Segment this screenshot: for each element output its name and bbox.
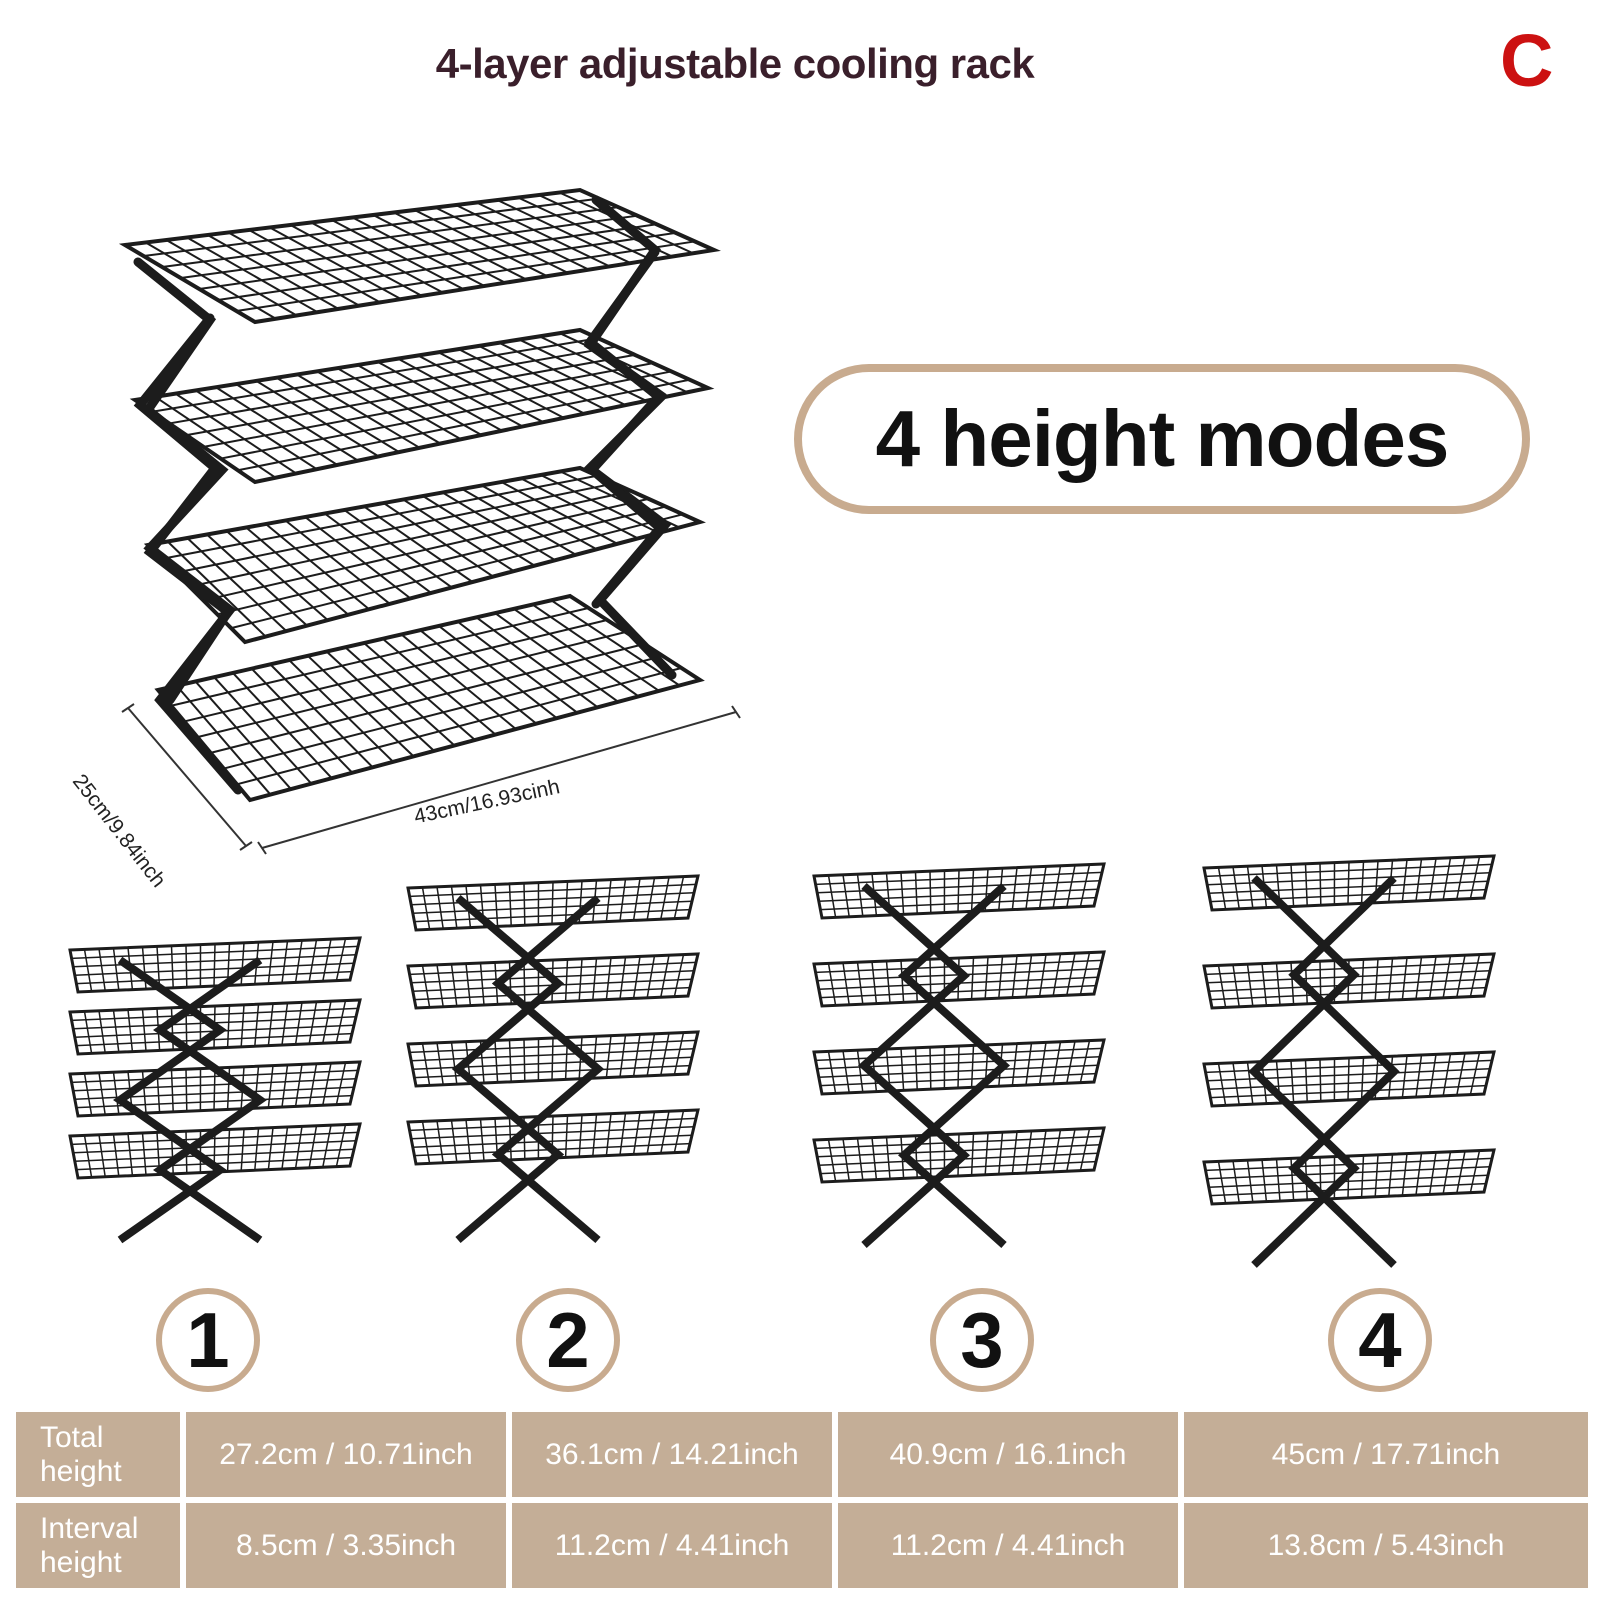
- main-shelf-1: [118, 187, 721, 325]
- mode-4-scissor-leg-2: [1288, 875, 1400, 1268]
- mode-4-shelf-1: [1202, 854, 1496, 912]
- page-title: 4-layer adjustable cooling rack: [435, 40, 1035, 87]
- mode-4-number: 4: [1358, 1296, 1402, 1384]
- row-header-total-height: Total height: [16, 1412, 180, 1497]
- main-rack: [118, 187, 741, 855]
- mode-2-shelf-1: [406, 874, 700, 932]
- mode-2-badge: 2: [516, 1288, 620, 1392]
- interval-height-mode-1: 8.5cm / 3.35inch: [186, 1503, 506, 1588]
- total-height-mode-3: 40.9cm / 16.1inch: [838, 1412, 1178, 1497]
- main-shelf-2: [129, 327, 715, 485]
- row-header-line1: Interval: [40, 1511, 139, 1545]
- row-header-line2: height: [40, 1454, 122, 1488]
- mode-2-rack: [406, 874, 700, 1244]
- mode-3-rack: [812, 862, 1106, 1248]
- mode-1-rack: [68, 936, 362, 1244]
- mode-4-scissor-leg-1: [1248, 875, 1360, 1268]
- interval-height-mode-2: 11.2cm / 4.41inch: [512, 1503, 832, 1588]
- mode-3-shelf-2: [812, 950, 1106, 1008]
- mode-4-badge: 4: [1328, 1288, 1432, 1392]
- total-height-mode-2: 36.1cm / 14.21inch: [512, 1412, 832, 1497]
- mode-3-shelf-3: [812, 1038, 1106, 1096]
- mode-3-scissor-leg-1: [858, 883, 970, 1248]
- height-modes-label: 4 height modes: [875, 394, 1450, 483]
- height-modes-badge: 4 height modes: [794, 364, 1530, 514]
- row-header-line1: Total: [40, 1420, 104, 1454]
- mode-2-scissor-leg-2: [491, 894, 605, 1244]
- mode-1-scissor-leg-2: [153, 956, 267, 1244]
- total-height-mode-1: 27.2cm / 10.71inch: [186, 1412, 506, 1497]
- main-left-scissor-2: [133, 313, 235, 705]
- mode-4-rack: [1202, 854, 1496, 1268]
- mode-1-badge: 1: [156, 1288, 260, 1392]
- height-spec-table: Total height 27.2cm / 10.71inch 36.1cm /…: [10, 1406, 1594, 1594]
- mode-4-shelf-3: [1202, 1050, 1496, 1108]
- interval-height-mode-4: 13.8cm / 5.43inch: [1184, 1503, 1588, 1588]
- interval-height-mode-3: 11.2cm / 4.41inch: [838, 1503, 1178, 1588]
- mode-3-shelf-1: [812, 862, 1106, 920]
- mode-1-shelf-1: [68, 936, 362, 994]
- mode-2-shelf-3: [406, 1030, 700, 1088]
- main-right-scissor-2: [583, 247, 667, 609]
- variant-letter: C: [1500, 19, 1554, 102]
- mode-2-scissor-leg-1: [451, 894, 565, 1244]
- mode-3-badge: 3: [930, 1288, 1034, 1392]
- row-header-interval-height: Interval height: [16, 1503, 180, 1588]
- mode-2-number: 2: [546, 1296, 590, 1384]
- total-height-mode-4: 45cm / 17.71inch: [1184, 1412, 1588, 1497]
- table-row-interval-height: Interval height 8.5cm / 3.35inch 11.2cm …: [16, 1503, 1588, 1588]
- mode-3-scissor-leg-2: [898, 883, 1010, 1248]
- mode-3-number: 3: [960, 1296, 1004, 1384]
- row-header-line2: height: [40, 1545, 122, 1579]
- table-row-total-height: Total height 27.2cm / 10.71inch 36.1cm /…: [16, 1412, 1588, 1497]
- mode-1-number: 1: [186, 1296, 230, 1384]
